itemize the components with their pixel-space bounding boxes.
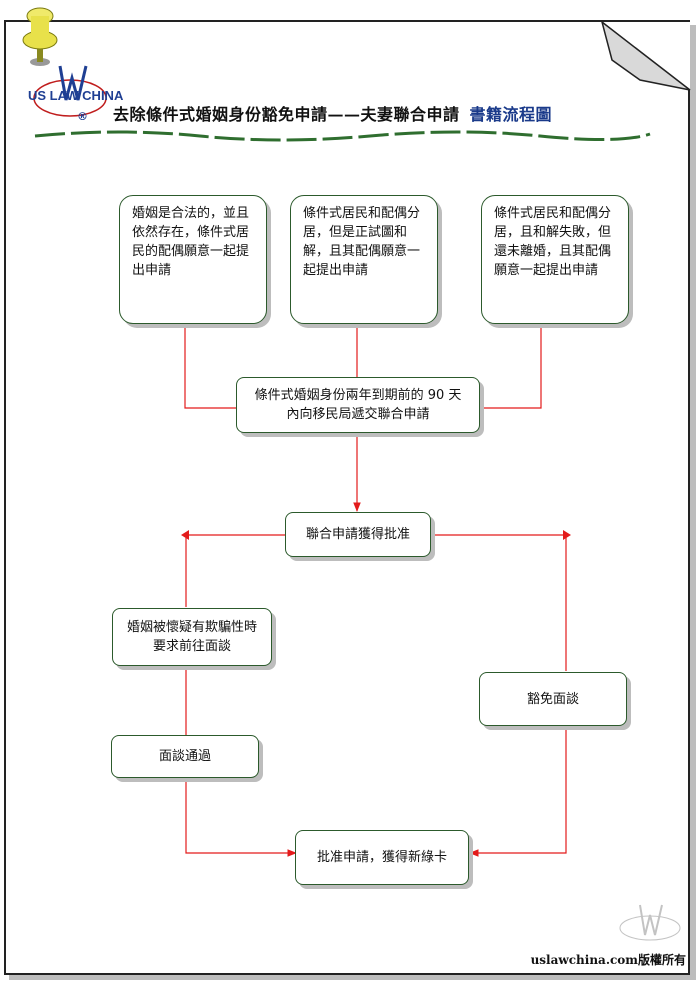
arrowheads [181, 530, 571, 540]
connectors [184, 324, 567, 857]
page-title-main: 去除條件式婚姻身份豁免申請——夫妻聯合申請 [113, 105, 460, 124]
node-file-petition: 條件式婚姻身份兩年到期前的 90 天內向移民局遞交聯合申請 [236, 377, 480, 433]
watermark-logo-icon [619, 904, 681, 941]
node-interview-required: 婚姻被懷疑有欺騙性時要求前往面談 [112, 608, 272, 666]
logo-text: US LAW CHINA [28, 88, 124, 103]
logo: US LAW CHINA ® [22, 62, 123, 132]
node-interview-passed: 面談通過 [111, 735, 259, 778]
node-final: 批准申請，獲得新綠卡 [295, 830, 469, 885]
connector-passed-final [185, 778, 297, 857]
page-title: 去除條件式婚姻身份豁免申請——夫妻聯合申請書籍流程圖 [113, 101, 653, 125]
connector-approved-interview [185, 534, 285, 607]
copyright-text: uslawchina.com版權所有 [530, 953, 686, 967]
page-title-subtitle: 書籍流程圖 [469, 105, 553, 124]
node-start-2: 條件式居民和配偶分居，但是正試圖和解，且其配偶願意一起提出申請 [290, 195, 438, 324]
page-frame [4, 20, 690, 975]
connector-waived-final [469, 726, 567, 857]
node-start-1: 婚姻是合法的，並且依然存在，條件式居民的配偶願意一起提出申請 [119, 195, 267, 324]
node-approved: 聯合申請獲得批准 [285, 512, 431, 557]
logo-swoosh-icon [33, 65, 107, 117]
arrowhead-waived [563, 530, 571, 540]
node-start-3: 條件式居民和配偶分居，且和解失敗，但還未離婚，且其配偶願意一起提出申請 [481, 195, 629, 324]
connector-approved-waived [430, 534, 567, 671]
arrowhead-interview [181, 530, 189, 540]
node-interview-waived: 豁免面談 [479, 672, 627, 726]
header-underline [34, 130, 651, 142]
connector-start1-merge [184, 324, 237, 409]
connector-start3-merge [478, 324, 542, 409]
page-curl-icon [600, 20, 691, 91]
logo-registered-mark: ® [77, 110, 88, 123]
push-pin-icon [22, 7, 58, 66]
